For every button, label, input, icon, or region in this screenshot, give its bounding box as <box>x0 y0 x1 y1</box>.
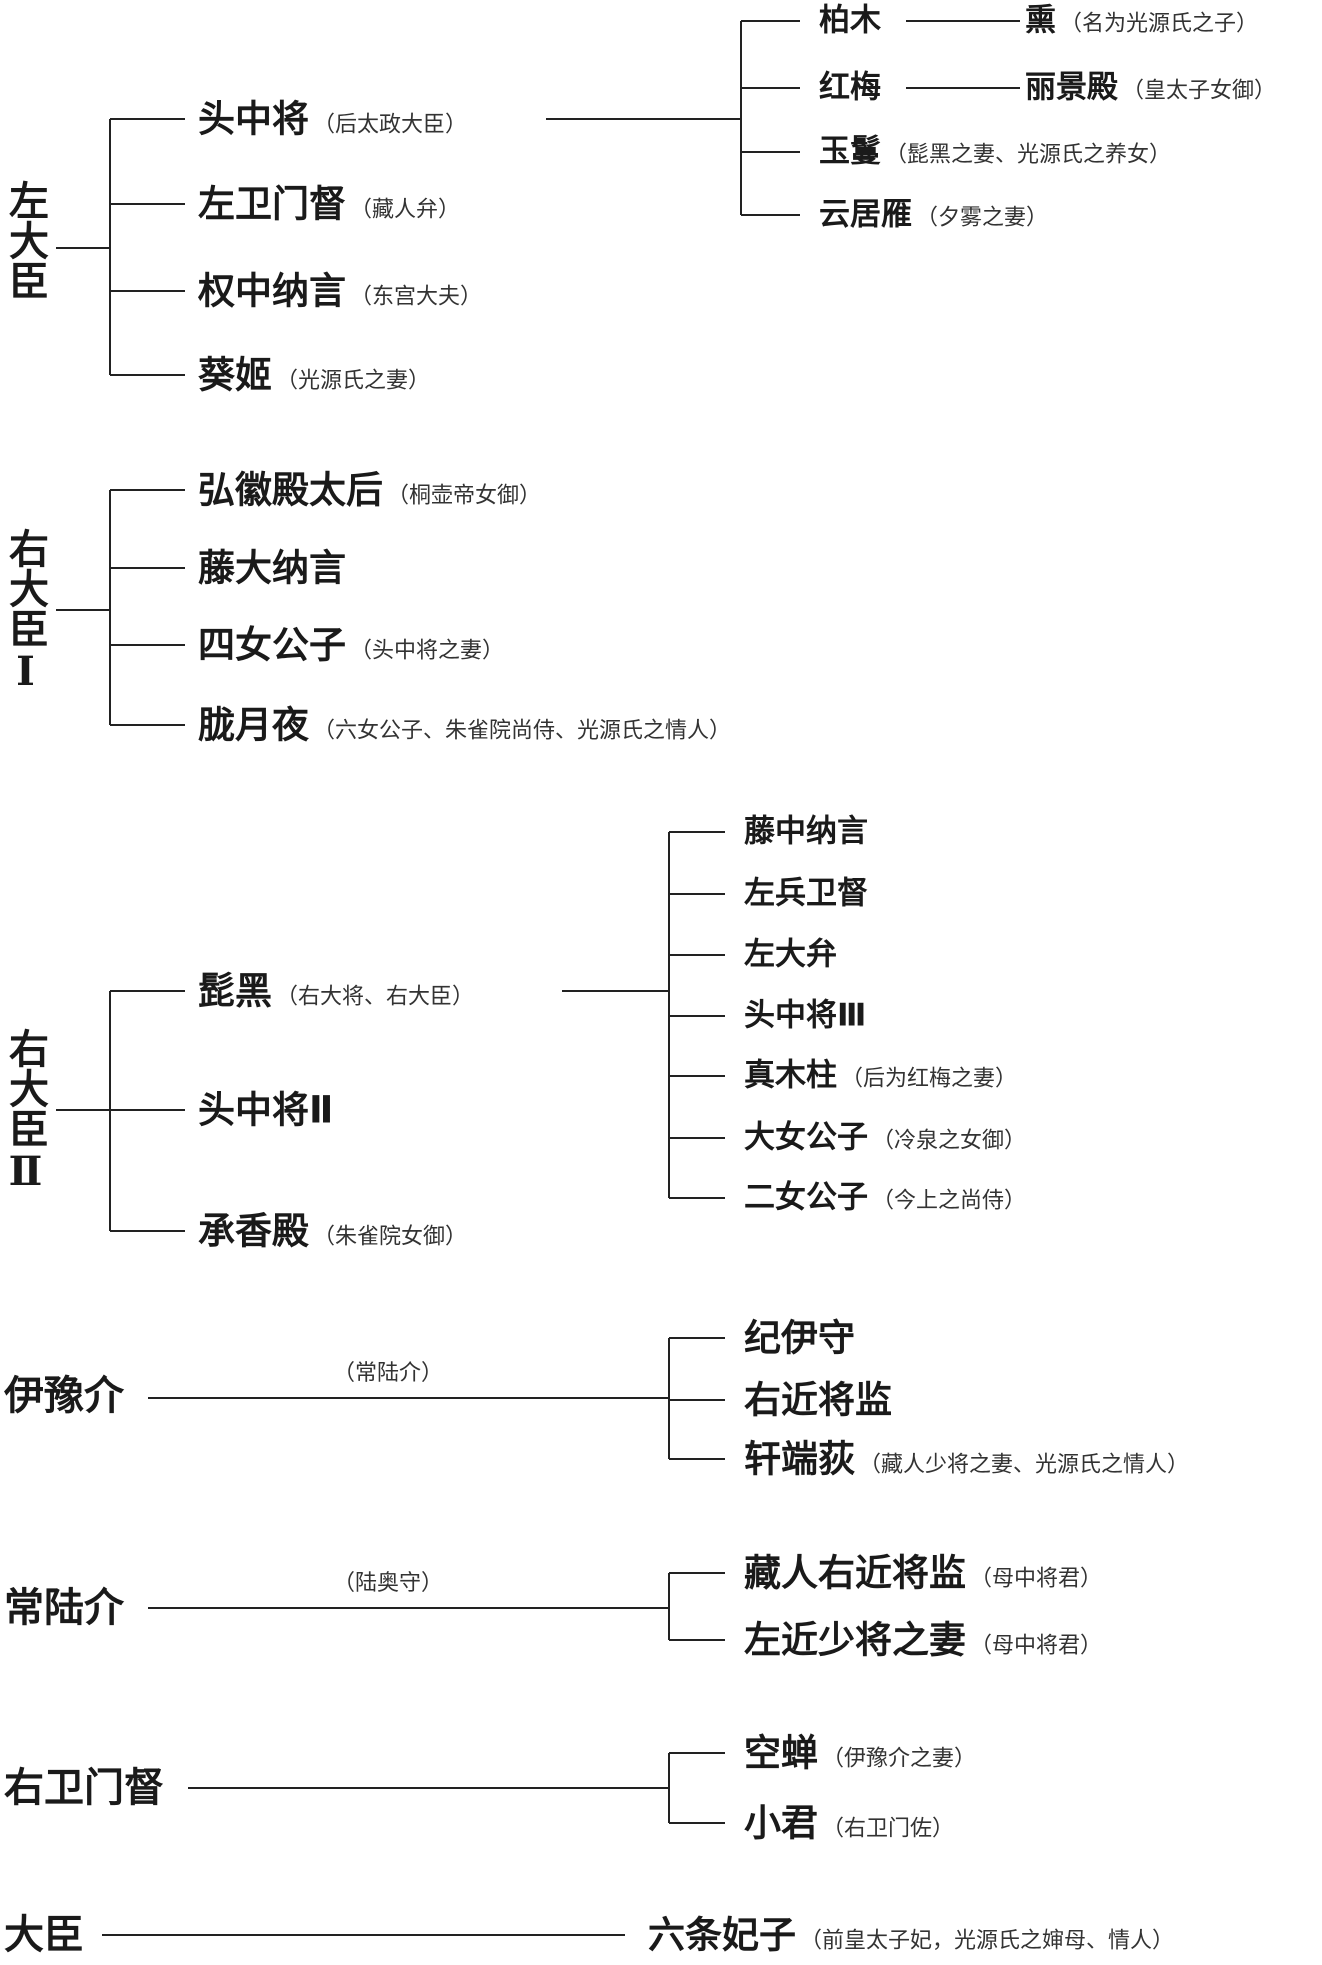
person-node: 头中将Ⅲ <box>744 997 867 1034</box>
person-node: 二女公子（今上之尚侍） <box>744 1179 1027 1216</box>
person-node: 胧月夜（六女公子、朱雀院尚侍、光源氏之情人） <box>198 707 731 744</box>
person-node: 藤中纳言 <box>744 813 868 850</box>
person-node: 红梅 <box>819 69 881 106</box>
person-name: 头中将 <box>198 97 309 141</box>
person-node: 玉鬘（髭黑之妻、光源氏之养女） <box>819 133 1172 170</box>
person-name: 大女公子 <box>744 1119 868 1156</box>
person-node: 六条妃子（前皇太子妃，光源氏之婶母、情人） <box>648 1917 1174 1954</box>
person-note: （右卫门佐） <box>822 1816 955 1842</box>
person-note: （髭黑之妻、光源氏之养女） <box>885 142 1172 168</box>
person-note: （母中将君） <box>970 1633 1103 1659</box>
person-name: 左大弁 <box>744 936 837 973</box>
person-node: 头中将Ⅱ <box>198 1092 333 1129</box>
person-note: （母中将君） <box>970 1566 1103 1592</box>
person-name: 六条妃子 <box>648 1913 796 1957</box>
root-iyo-no-suke: 伊豫介 <box>4 1372 124 1419</box>
person-node: 小君（右卫门佐） <box>744 1805 954 1842</box>
person-note: （桐壶帝女御） <box>387 483 542 509</box>
person-name: 弘徽殿太后 <box>198 468 383 512</box>
person-name: 右近将监 <box>744 1378 892 1422</box>
person-note: （冷泉之女御） <box>872 1128 1027 1154</box>
root-hitachi-no-suke: 常陆介 <box>4 1584 124 1631</box>
person-note: （前皇太子妃，光源氏之婶母、情人） <box>800 1928 1175 1954</box>
person-name: 柏木 <box>819 2 881 39</box>
person-note: （藏人弁） <box>350 197 461 223</box>
person-note: （右大将、右大臣） <box>276 984 475 1010</box>
person-name: 承香殿 <box>198 1209 309 1253</box>
person-node: 左卫门督（藏人弁） <box>198 186 460 223</box>
person-name: 空蝉 <box>744 1731 818 1775</box>
person-node: 大女公子（冷泉之女御） <box>744 1119 1027 1156</box>
root-uemon-no-kami: 右卫门督 <box>4 1764 164 1811</box>
person-note: （夕雾之妻） <box>916 205 1049 231</box>
root-udaijin-1: 右大臣Ⅰ <box>2 528 49 695</box>
person-node: 承香殿（朱雀院女御） <box>198 1213 467 1250</box>
person-name: 云居雁 <box>819 196 912 233</box>
person-name: 头中将Ⅱ <box>198 1088 334 1132</box>
person-note: （伊豫介之妻） <box>822 1746 977 1772</box>
person-note: （东宫大夫） <box>350 284 483 310</box>
person-node: 云居雁（夕雾之妻） <box>819 196 1049 233</box>
person-node: 左大弁 <box>744 936 837 973</box>
person-note: （六女公子、朱雀院尚侍、光源氏之情人） <box>313 718 732 744</box>
person-name: 轩端荻 <box>744 1437 855 1481</box>
person-note: （今上之尚侍） <box>872 1188 1027 1214</box>
person-name: 玉鬘 <box>819 133 881 170</box>
root-udaijin-2: 右大臣Ⅱ <box>2 1028 49 1195</box>
person-note: （名为光源氏之子） <box>1060 11 1259 37</box>
person-node: 右近将监 <box>744 1382 892 1419</box>
person-node: 葵姬（光源氏之妻） <box>198 357 430 394</box>
person-name: 藤大纳言 <box>198 546 346 590</box>
person-note: （后太政大臣） <box>313 112 468 138</box>
person-note: （头中将之妻） <box>350 638 505 664</box>
person-name: 藏人右近将监 <box>744 1551 966 1595</box>
person-node: 弘徽殿太后（桐壶帝女御） <box>198 472 541 509</box>
person-node: 纪伊守 <box>744 1320 855 1357</box>
person-name: 熏 <box>1025 2 1056 39</box>
person-name: 葵姬 <box>198 353 272 397</box>
root-sadaijin: 左大臣 <box>2 180 49 300</box>
line-note: （陆奥守） <box>332 1571 444 1596</box>
person-name: 真木柱 <box>744 1057 837 1094</box>
line-note: （常陆介） <box>332 1361 444 1386</box>
person-node: 头中将（后太政大臣） <box>198 101 467 138</box>
person-node: 藤大纳言 <box>198 550 346 587</box>
person-name: 左兵卫督 <box>744 875 868 912</box>
person-name: 左卫门督 <box>198 182 346 226</box>
person-node: 藏人右近将监（母中将君） <box>744 1555 1102 1592</box>
person-name: 纪伊守 <box>744 1316 855 1360</box>
person-name: 权中纳言 <box>198 269 346 313</box>
person-note: （后为红梅之妻） <box>841 1066 1018 1092</box>
person-name: 胧月夜 <box>198 703 309 747</box>
person-node: 髭黑（右大将、右大臣） <box>198 973 474 1010</box>
root-daijin: 大臣 <box>4 1911 84 1958</box>
person-node: 权中纳言（东宫大夫） <box>198 273 482 310</box>
person-node: 真木柱（后为红梅之妻） <box>744 1057 1018 1094</box>
person-name: 二女公子 <box>744 1179 868 1216</box>
person-name: 头中将Ⅲ <box>744 997 867 1034</box>
person-note: （皇太子女御） <box>1122 78 1277 104</box>
person-node: 四女公子（头中将之妻） <box>198 627 504 664</box>
person-node: 左兵卫督 <box>744 875 868 912</box>
person-name: 小君 <box>744 1801 818 1845</box>
spouse-node: 丽景殿（皇太子女御） <box>1025 69 1277 106</box>
person-node: 柏木 <box>819 2 881 39</box>
person-note: （光源氏之妻） <box>276 368 431 394</box>
person-note: （朱雀院女御） <box>313 1224 468 1250</box>
spouse-node: 熏（名为光源氏之子） <box>1025 2 1259 39</box>
person-name: 丽景殿 <box>1025 69 1118 106</box>
person-name: 四女公子 <box>198 623 346 667</box>
person-node: 空蝉（伊豫介之妻） <box>744 1735 976 1772</box>
person-node: 轩端荻（藏人少将之妻、光源氏之情人） <box>744 1441 1189 1478</box>
person-name: 左近少将之妻 <box>744 1618 966 1662</box>
person-name: 髭黑 <box>198 969 272 1013</box>
person-note: （藏人少将之妻、光源氏之情人） <box>859 1452 1190 1478</box>
person-node: 左近少将之妻（母中将君） <box>744 1622 1102 1659</box>
person-name: 藤中纳言 <box>744 813 868 850</box>
person-name: 红梅 <box>819 69 881 106</box>
